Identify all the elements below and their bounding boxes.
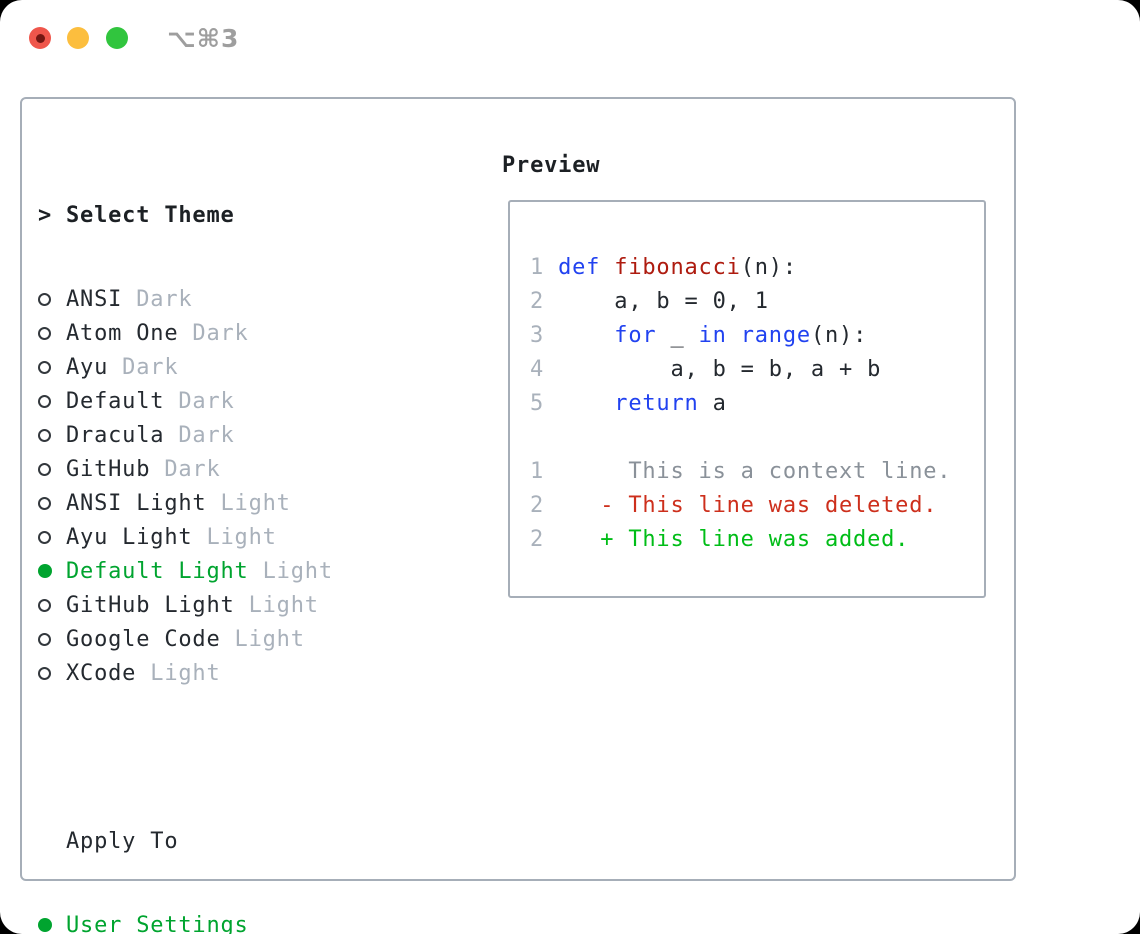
theme-option-xcode[interactable]: XCode Light bbox=[38, 656, 431, 690]
close-button[interactable] bbox=[29, 27, 51, 49]
radio-icon bbox=[38, 326, 51, 340]
option-label: Google Code bbox=[66, 626, 221, 652]
spacer bbox=[38, 740, 431, 774]
theme-option-ayu[interactable]: Ayu Dark bbox=[38, 350, 431, 384]
option-variant: Light bbox=[248, 558, 333, 584]
theme-option-ayu-light[interactable]: Ayu Light Light bbox=[38, 520, 431, 554]
option-variant: Dark bbox=[164, 422, 235, 448]
code-line: 2 a, b = 0, 1 bbox=[530, 289, 769, 314]
select-theme-header: > Select Theme bbox=[38, 198, 431, 232]
theme-option-ansi[interactable]: ANSI Dark bbox=[38, 282, 431, 316]
option-label: GitHub bbox=[66, 456, 151, 482]
option-label: Atom One bbox=[66, 320, 179, 346]
option-variant: Light bbox=[220, 626, 305, 652]
option-label: Default Light bbox=[66, 558, 249, 584]
theme-option-default[interactable]: Default Dark bbox=[38, 384, 431, 418]
option-variant: Light bbox=[192, 524, 277, 550]
option-label: Ayu bbox=[66, 354, 109, 380]
prompt-caret-icon: > bbox=[38, 202, 53, 228]
radio-icon bbox=[38, 292, 51, 306]
theme-option-atom-one[interactable]: Atom One Dark bbox=[38, 316, 431, 350]
option-label: Dracula bbox=[66, 422, 165, 448]
radio-selected-icon bbox=[38, 564, 52, 578]
option-label: User Settings bbox=[66, 912, 249, 934]
code-line: 5 return a bbox=[530, 391, 727, 416]
radio-icon bbox=[38, 496, 51, 510]
option-label: XCode bbox=[66, 660, 137, 686]
radio-selected-icon bbox=[38, 918, 52, 932]
code-preview: 1 def fibonacci(n): 2 a, b = 0, 1 3 for _ … bbox=[530, 251, 951, 557]
option-variant: Dark bbox=[122, 286, 193, 312]
radio-icon bbox=[38, 598, 51, 612]
option-variant: Dark bbox=[178, 320, 249, 346]
theme-option-github-light[interactable]: GitHub Light Light bbox=[38, 588, 431, 622]
theme-option-default-light[interactable]: Default Light Light bbox=[38, 554, 431, 588]
option-variant: Dark bbox=[150, 456, 221, 482]
theme-option-google-code[interactable]: Google Code Light bbox=[38, 622, 431, 656]
code-line: 1 def fibonacci(n): bbox=[530, 255, 797, 280]
radio-icon bbox=[38, 632, 51, 646]
radio-icon bbox=[38, 666, 51, 680]
theme-option-dracula[interactable]: Dracula Dark bbox=[38, 418, 431, 452]
radio-icon bbox=[38, 462, 51, 476]
radio-icon bbox=[38, 428, 51, 442]
maximize-button[interactable] bbox=[106, 27, 128, 49]
close-dot-icon bbox=[35, 33, 45, 43]
option-variant: Dark bbox=[164, 388, 235, 414]
option-variant: Light bbox=[136, 660, 221, 686]
apply-to-title: Apply To bbox=[66, 828, 179, 854]
apply-to-options-list: User SettingsWorkspace Settings bbox=[38, 908, 431, 934]
apply-option-user-settings[interactable]: User Settings bbox=[38, 908, 431, 934]
option-variant: Light bbox=[206, 490, 291, 516]
option-variant: Light bbox=[234, 592, 319, 618]
option-label: ANSI bbox=[66, 286, 123, 312]
option-label: GitHub Light bbox=[66, 592, 235, 618]
theme-option-github[interactable]: GitHub Dark bbox=[38, 452, 431, 486]
titlebar: ⌥⌘3 bbox=[0, 0, 1140, 76]
code-line: 2 + This line was added. bbox=[530, 527, 910, 552]
preview-box: 1 def fibonacci(n): 2 a, b = 0, 1 3 for _ … bbox=[508, 200, 986, 598]
minimize-button[interactable] bbox=[67, 27, 89, 49]
select-theme-title: Select Theme bbox=[66, 202, 235, 228]
code-line bbox=[530, 421, 951, 455]
code-line: 2 - This line was deleted. bbox=[530, 493, 938, 518]
option-label: Ayu Light bbox=[66, 524, 193, 550]
radio-icon bbox=[38, 530, 51, 544]
radio-icon bbox=[38, 360, 51, 374]
radio-icon bbox=[38, 394, 51, 408]
option-label: ANSI Light bbox=[66, 490, 207, 516]
option-variant: Dark bbox=[108, 354, 179, 380]
option-label: Default bbox=[66, 388, 165, 414]
preview-title: Preview bbox=[502, 152, 601, 178]
code-line: 1 This is a context line. bbox=[530, 459, 952, 484]
code-line: 4 a, b = b, a + b bbox=[530, 357, 882, 382]
theme-option-ansi-light[interactable]: ANSI Light Light bbox=[38, 486, 431, 520]
code-line: 3 for _ in range(n): bbox=[530, 323, 868, 348]
preview-header: Preview bbox=[502, 148, 600, 182]
window-title: ⌥⌘3 bbox=[167, 24, 240, 53]
apply-to-header: Apply To bbox=[38, 824, 431, 858]
